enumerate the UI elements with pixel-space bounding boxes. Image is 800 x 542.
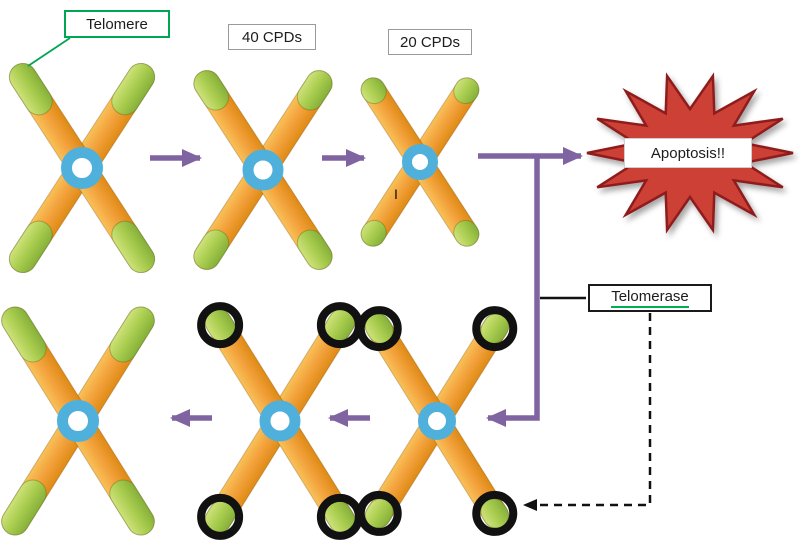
telomerase-ring-icon (356, 306, 402, 352)
telomere-leader-line (27, 37, 71, 67)
chromosome-bottom-right (356, 306, 518, 536)
telomere-tip (1, 306, 47, 363)
telomerase-ring-icon (472, 306, 518, 352)
centromere-icon (259, 400, 301, 442)
telomerase-label-text: Telomerase (611, 288, 689, 308)
telomere-tip (8, 220, 53, 273)
telomere-tip (296, 70, 333, 111)
centromere-icon (418, 402, 456, 440)
telomere-tip (193, 70, 230, 111)
telomerase-ring-icon (197, 302, 244, 349)
telomerase-ring-icon (356, 490, 402, 536)
telomerase-ring-icon (472, 490, 518, 536)
telomerase-label: Telomerase (588, 284, 712, 312)
telomere-tip (109, 306, 155, 363)
telomere-tip (193, 229, 230, 270)
chromosome-bottom-mid (197, 302, 363, 540)
chromosome-top-2 (193, 70, 333, 270)
telomere-tip (111, 220, 156, 273)
centromere-icon (402, 144, 438, 180)
telomere-tip (360, 219, 387, 247)
telomerase-dashed-arrow (523, 313, 652, 511)
telomere-tip (296, 229, 333, 270)
telomere-tip (360, 77, 387, 105)
chromosome-top-1 (8, 63, 156, 273)
flow-arrow (486, 156, 540, 427)
centromere-icon (57, 400, 99, 442)
centromere-icon (242, 149, 284, 191)
telomere-tip (109, 479, 155, 536)
centromere-icon (61, 147, 103, 189)
chromosome-bottom-left (1, 306, 155, 536)
telomere-tip (1, 479, 47, 536)
stray-mark: I (394, 186, 398, 202)
apoptosis-label: Apoptosis!! (624, 138, 752, 168)
telomere-tip (111, 63, 156, 116)
chromosome-top-3 (360, 77, 480, 247)
cpd20-label: 20 CPDs (388, 29, 472, 55)
telomere-tip (8, 63, 53, 116)
telomere-tip (453, 219, 480, 247)
telomere-tip (453, 77, 480, 105)
telomere-label: Telomere (64, 10, 170, 38)
telomerase-ring-icon (197, 493, 244, 540)
cpd40-label: 40 CPDs (228, 24, 316, 50)
